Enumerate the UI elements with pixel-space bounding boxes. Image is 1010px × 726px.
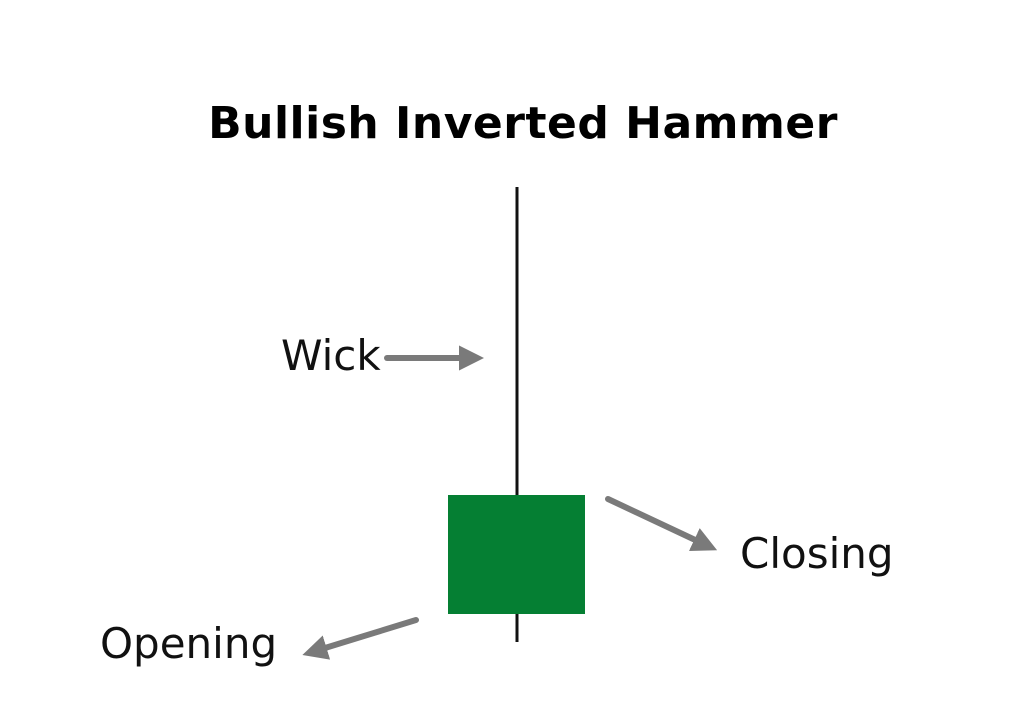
- closing-arrow: [605, 496, 718, 551]
- diagram-title: Bullish Inverted Hammer: [208, 98, 838, 149]
- wick-label: Wick: [281, 331, 381, 380]
- opening-arrow: [302, 617, 419, 660]
- candle-body: [448, 495, 585, 614]
- closing-label: Closing: [740, 529, 894, 578]
- opening-label: Opening: [100, 619, 278, 668]
